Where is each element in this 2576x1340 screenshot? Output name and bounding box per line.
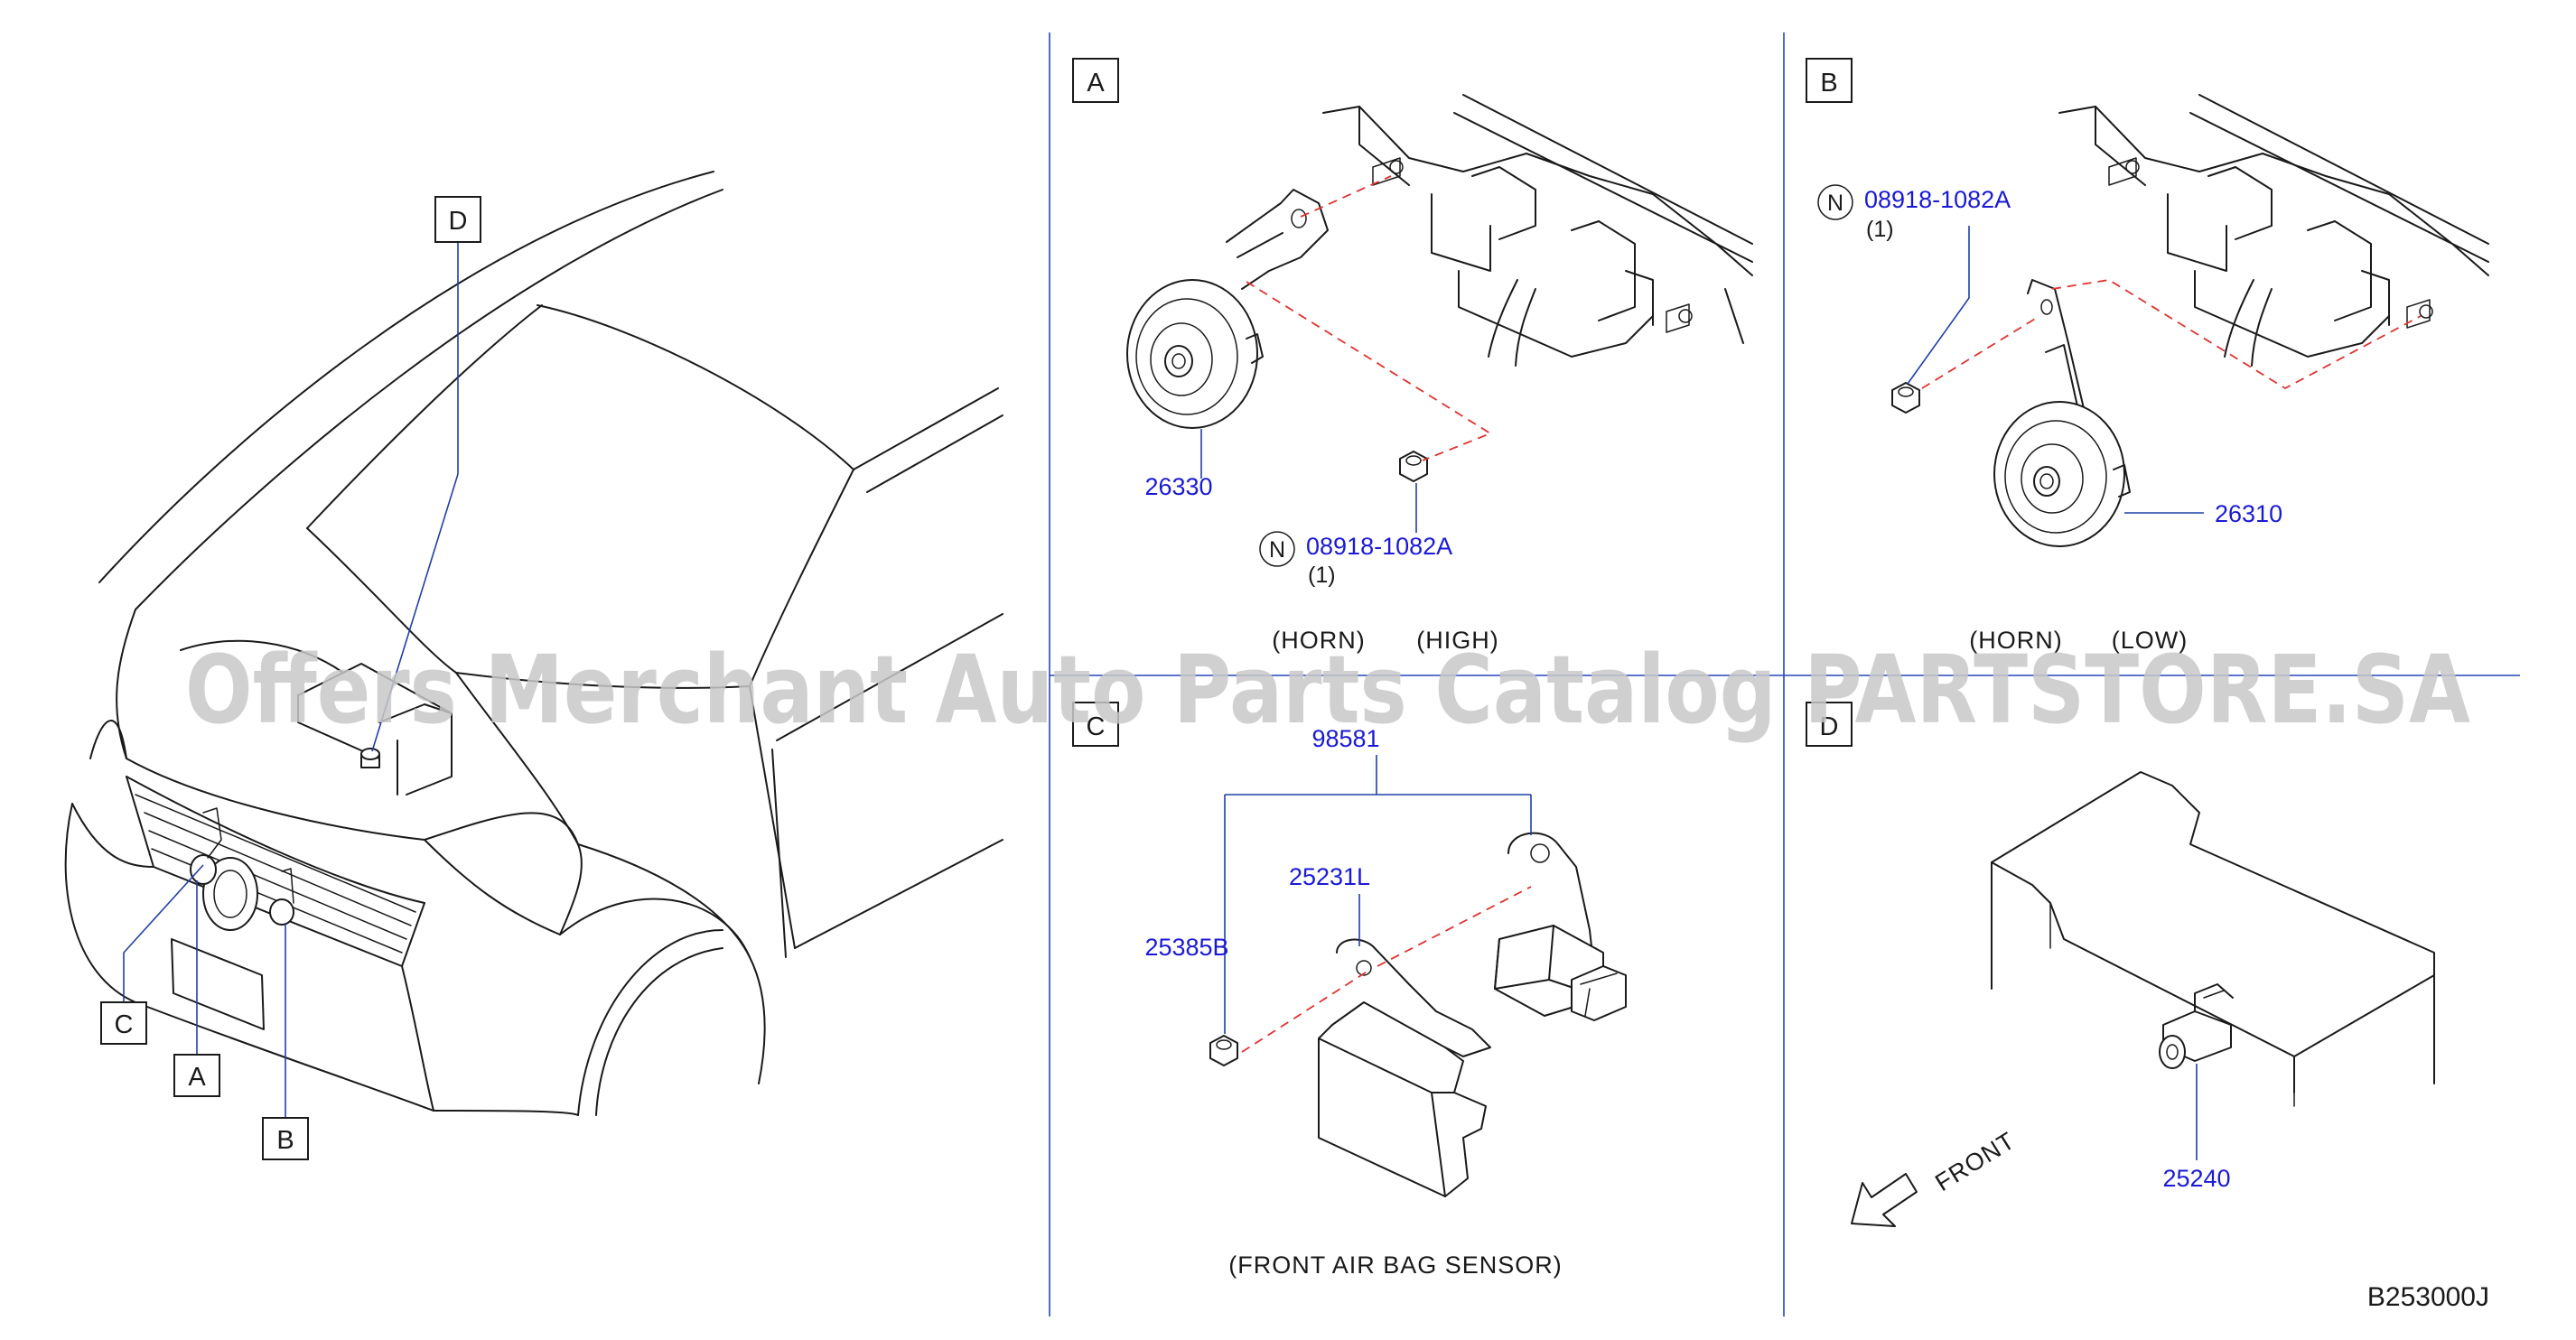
callout-box-d [434,196,481,243]
horn-low-illustration [1993,279,2131,547]
overview-callouts: D C A B [100,196,481,1160]
panel-a-horn-part-number: 26330 [1144,473,1212,500]
panel-b-letter: B [1820,69,1837,98]
panel-a-nut-quantity: (1) [1308,563,1336,588]
panel-c-nut-part-number: 25385B [1144,934,1228,961]
panel-d-letter: D [1820,712,1839,741]
panel-a-caption-horn: (HORN) [1272,627,1365,654]
panel-c-nut-illustration [1209,1035,1238,1066]
panel-c-letter-box [1072,702,1119,747]
sensor-bracket-illustration [1318,938,1491,1197]
panel-b-nut-quantity: (1) [1866,217,1894,242]
panel-d-switch-part-number: 25240 [2162,1165,2230,1192]
panel-b-letter-box [1806,58,1853,103]
panel-b-caption-horn: (HORN) [1969,627,2062,654]
panel-c-caption: (FRONT AIR BAG SENSOR) [1228,1252,1563,1279]
panel-a-letter: A [1087,69,1105,98]
panel-d: D 25240 FRONT [1806,702,2435,1227]
panel-a-body-structure [1322,94,1753,367]
front-direction-label: FRONT [1930,1127,2020,1196]
panel-b: B [1806,58,2489,654]
pressure-switch-illustration [2159,983,2234,1069]
panel-a-nut-part-number: 08918-1082A [1306,533,1452,560]
panel-b-nut-part-number: 08918-1082A [1864,186,2011,213]
panel-a-nut-illustration [1399,451,1428,482]
panel-c-letter: C [1087,712,1106,741]
panel-dividers [1049,33,2520,1317]
callout-box-b [262,1117,309,1160]
watermark-text: Offers Merchant Auto Parts Catalog PARTS… [185,635,2470,745]
callout-label-a: A [188,1063,206,1092]
front-direction-arrow-icon [1851,1173,1918,1227]
panel-d-letter-box [1806,702,1853,747]
panel-b-caption-low: (LOW) [2112,627,2188,654]
air-bag-sensor-illustration [1494,832,1627,1021]
panel-c-assembly-part-number: 98581 [1311,725,1379,752]
diagram-code: B253000J [2367,1282,2489,1312]
panel-a-letter-box [1072,58,1119,103]
callout-label-c: C [115,1010,134,1039]
panel-a-nut-symbol: N [1269,537,1285,563]
panel-b-body-structure [2058,94,2489,367]
panel-b-horn-part-number: 26310 [2215,500,2282,527]
vehicle-overview [64,171,1003,1116]
panel-c: C 98581 25231L [1072,702,1627,1279]
panel-a-caption-high: (HIGH) [1416,627,1498,654]
panel-b-nut-illustration [1891,382,1920,414]
horn-high-illustration [1126,189,1329,429]
panel-c-bracket-part-number: 25231L [1289,863,1370,890]
panel-a: A [1072,58,1753,654]
callout-label-d: D [449,207,468,236]
panel-a-nut-symbol-circle [1259,531,1295,567]
callout-box-a [173,1054,220,1097]
callout-box-c [100,1001,147,1045]
panel-b-nut-symbol-circle [1817,184,1853,220]
panel-b-nut-symbol: N [1827,191,1843,216]
callout-label-b: B [276,1126,294,1155]
engine-block-illustration [1991,771,2435,1107]
